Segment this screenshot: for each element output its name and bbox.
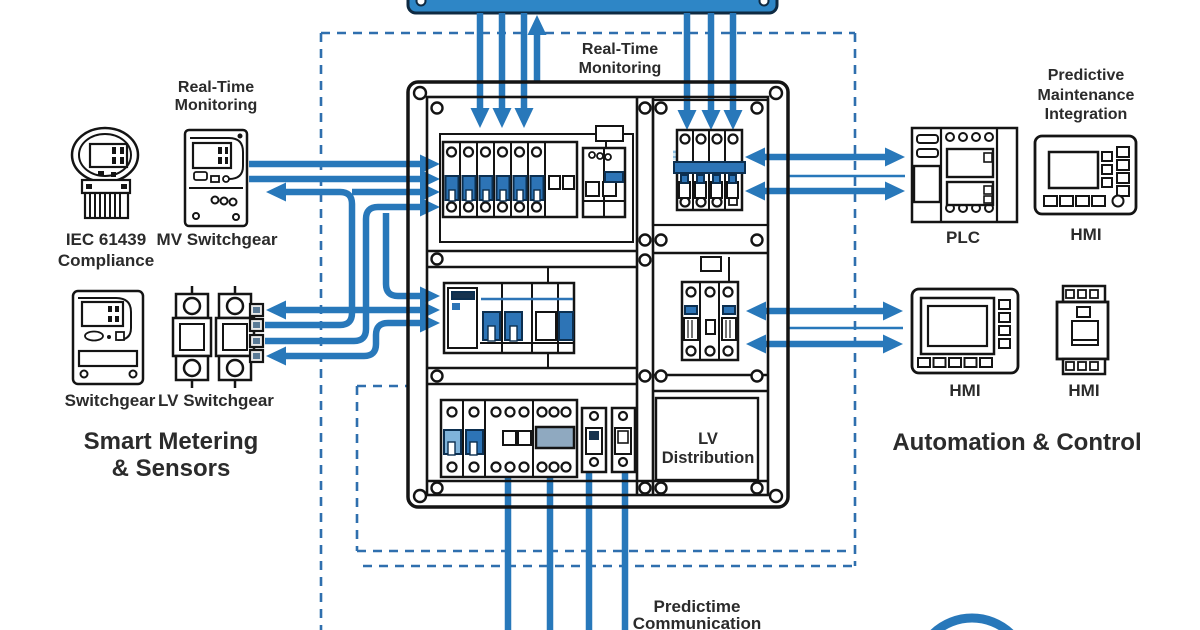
three-pole-breaker: [680, 256, 740, 362]
iec-meter-device: [70, 126, 140, 220]
label-iec-compliance: IEC 61439: [66, 230, 146, 249]
label-plc: PLC: [946, 228, 980, 247]
label-predictive: Maintenance: [1038, 87, 1135, 104]
label-predictive: Integration: [1045, 106, 1128, 123]
label-hmi-mid: HMI: [949, 381, 980, 400]
dashed-zone-borders: [319, 31, 857, 630]
label-realtime-left: Monitoring: [175, 97, 258, 114]
panel-screws: [412, 85, 784, 504]
lv-sensor-device: [214, 286, 256, 388]
smart-meter-device: [71, 289, 145, 386]
main-panel: [406, 80, 790, 509]
bottom-globe-arc: [930, 613, 1014, 630]
weave-link: [286, 319, 421, 360]
weave-link: [265, 203, 421, 345]
label-lv-distribution: Distribution: [662, 449, 755, 467]
mv-meter-device: [183, 128, 249, 228]
title-automation-control: Automation & Control: [892, 429, 1141, 456]
lcd-display: [534, 425, 576, 450]
breaker-bank-row3: [439, 398, 637, 479]
hmi-touchscreen-device: [910, 287, 1020, 375]
sensor-terminals: [248, 302, 265, 364]
arrowheads: [266, 15, 905, 366]
connection-wires: [249, 13, 905, 630]
lv-sensor-device: [171, 286, 213, 388]
label-mv-switchgear: MV Switchgear: [157, 230, 278, 249]
label-iec-compliance: Compliance: [58, 251, 154, 270]
label-realtime-top: Real-Time: [582, 41, 658, 58]
label-lv-distribution: LV: [698, 430, 718, 448]
title-smart-metering: & Sensors: [112, 455, 231, 482]
din-module: [580, 406, 608, 474]
label-realtime-top: Monitoring: [579, 60, 662, 77]
label-lv-switchgear: LV Switchgear: [158, 391, 274, 410]
weave-link: [382, 213, 421, 300]
label-communication: Communication: [633, 614, 761, 630]
label-predictive: Predictive: [1048, 67, 1125, 84]
weave-link: [265, 188, 356, 329]
din-module: [610, 406, 637, 474]
toggle-notches: [447, 189, 541, 456]
lv-distribution-cell: [654, 396, 760, 482]
top-bus-bar: [406, 0, 779, 15]
label-switchgear: Switchgear: [65, 391, 156, 410]
hmi-contactor-device: [1055, 284, 1110, 376]
hmi-panel-device: [1033, 134, 1138, 216]
label-communication: Predictime: [654, 597, 741, 616]
plc-device: [910, 126, 1019, 224]
label-hmi-top: HMI: [1070, 225, 1101, 244]
label-realtime-left: Real-Time: [178, 79, 254, 96]
label-hmi-right: HMI: [1068, 381, 1099, 400]
title-smart-metering: Smart Metering: [84, 428, 259, 455]
